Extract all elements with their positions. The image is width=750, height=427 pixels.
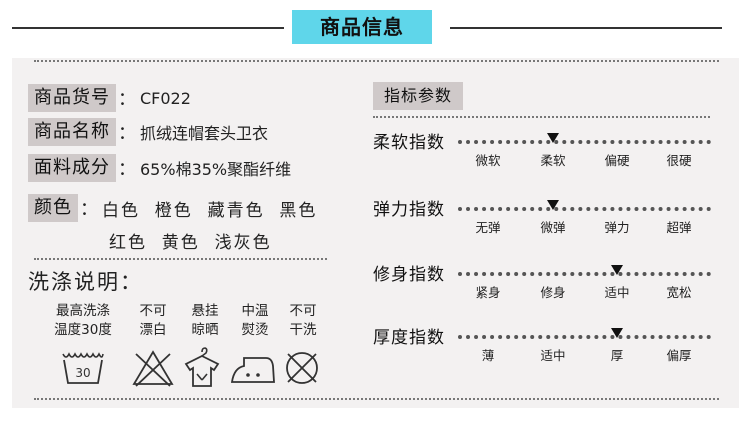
params-divider [373, 116, 710, 118]
care-text-bleach: 不可 漂白 [122, 302, 184, 340]
index-name: 厚度指数 [373, 328, 445, 348]
index-level-marker [547, 200, 559, 210]
name-row: 商品名称 ： 抓绒连帽套头卫衣 [28, 118, 268, 146]
bottom-dotted-divider [34, 398, 719, 400]
index-tick-label: 微弹 [540, 220, 566, 235]
index-level-marker [611, 328, 623, 338]
care-line-2: 干洗 [289, 322, 317, 338]
index-tick-label: 超弹 [666, 220, 692, 235]
wash-title: 洗涤说明： [28, 270, 143, 294]
care-line-2: 温度30度 [54, 322, 112, 338]
colors-line-1: 白色 橙色 藏青色 黑色 [102, 200, 318, 221]
care-text-iron: 中温 熨烫 [224, 302, 286, 340]
index-tick-label: 偏厚 [666, 348, 692, 363]
care-text-dryclean: 不可 干洗 [272, 302, 334, 340]
index-tick-label: 修身 [540, 285, 566, 300]
care-text-wash: 最高洗涤 温度30度 [52, 302, 114, 340]
index-tick-label: 偏硬 [604, 153, 630, 168]
header-line-right [450, 27, 722, 29]
index-scale-dots [458, 335, 711, 339]
params-title: 指标参数 [373, 82, 463, 110]
hang-dry-icon [182, 346, 222, 388]
index-tick-label: 柔软 [540, 153, 566, 168]
name-colon: ： [118, 123, 136, 144]
index-name: 弹力指数 [373, 200, 445, 220]
fabric-label: 面料成分 [28, 154, 116, 182]
index-tick-label: 很硬 [666, 153, 692, 168]
care-line-2: 熨烫 [241, 322, 269, 338]
index-scale-dots [458, 207, 711, 211]
header-line-left [12, 27, 284, 29]
index-level-marker [611, 265, 623, 275]
sku-value: CF022 [140, 88, 191, 108]
index-tick-label: 弹力 [604, 220, 630, 235]
care-line-1: 不可 [289, 303, 317, 319]
care-line-1: 悬挂 [191, 303, 219, 319]
index-scale-dots [458, 272, 711, 276]
page-title: 商品信息 [292, 10, 432, 44]
index-tick-label: 适中 [604, 285, 630, 300]
colors-line-2: 红色 黄色 浅灰色 [109, 233, 272, 253]
index-scale-dots [458, 140, 711, 144]
care-line-2: 晾晒 [191, 322, 219, 338]
index-tick-label: 微软 [475, 153, 501, 168]
top-dotted-divider [34, 60, 719, 62]
index-tick-label: 薄 [481, 348, 495, 363]
color-colon: ： [80, 199, 98, 220]
color-label: 颜色 [28, 194, 78, 222]
wash-temp-badge: 30 [75, 366, 90, 380]
no-dry-clean-icon [282, 348, 322, 388]
index-name: 柔软指数 [373, 133, 445, 153]
fabric-row: 面料成分 ： 65%棉35%聚酯纤维 [28, 154, 291, 182]
no-bleach-icon [130, 348, 176, 388]
iron-medium-icon [230, 352, 276, 386]
index-tick-label: 无弹 [475, 220, 501, 235]
wash-30-icon: 30 [60, 350, 106, 386]
care-line-2: 漂白 [139, 322, 167, 338]
wash-divider [34, 258, 327, 260]
care-line-1: 最高洗涤 [56, 303, 110, 319]
care-line-1: 中温 [241, 303, 269, 319]
index-tick-label: 适中 [540, 348, 566, 363]
color-row: 颜色 ： 白色 橙色 藏青色 黑色 [28, 194, 317, 222]
index-level-marker [547, 133, 559, 143]
name-value: 抓绒连帽套头卫衣 [140, 124, 269, 143]
header: 商品信息 [0, 0, 750, 58]
fabric-colon: ： [118, 159, 136, 180]
fabric-value: 65%棉35%聚酯纤维 [140, 160, 292, 179]
sku-label: 商品货号 [28, 84, 116, 112]
sku-colon: ： [118, 89, 136, 110]
sku-row: 商品货号 ： CF022 [28, 84, 191, 112]
index-tick-label: 宽松 [666, 285, 692, 300]
index-tick-label: 紧身 [475, 285, 501, 300]
index-name: 修身指数 [373, 265, 445, 285]
care-text-hang: 悬挂 晾晒 [174, 302, 236, 340]
care-line-1: 不可 [139, 303, 167, 319]
index-tick-label: 厚 [610, 348, 624, 363]
name-label: 商品名称 [28, 118, 116, 146]
